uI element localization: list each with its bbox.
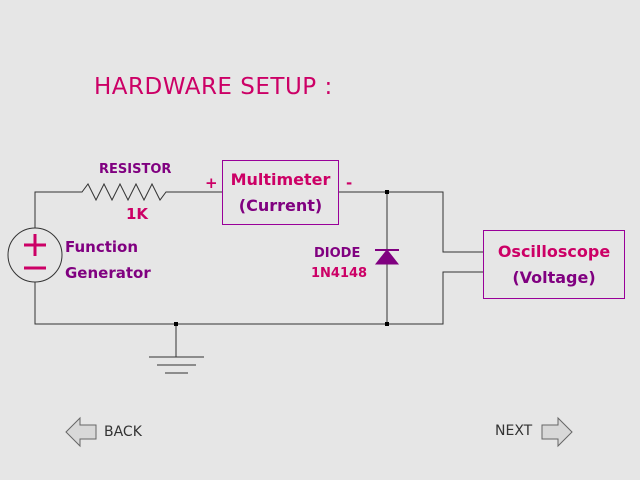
function-generator-label-1: Function <box>65 238 139 256</box>
resistor-label: RESISTOR <box>99 162 172 177</box>
oscilloscope-box: Oscilloscope (Voltage) <box>483 230 625 299</box>
next-button-label: NEXT <box>495 423 533 439</box>
back-arrow-icon <box>65 416 97 448</box>
oscilloscope-title: Oscilloscope <box>497 241 611 261</box>
wire-bottom-return <box>34 271 483 325</box>
multimeter-title: Multimeter <box>230 169 331 189</box>
function-generator-label-2: Generator <box>65 264 151 282</box>
oscilloscope-subtitle: (Voltage) <box>512 267 596 287</box>
resistor-value: 1K <box>126 205 149 223</box>
next-arrow-icon <box>541 416 573 448</box>
multimeter-plus: + <box>205 174 218 192</box>
multimeter-minus: - <box>346 174 353 192</box>
diode-label: DIODE <box>314 246 361 261</box>
wire-generator-top <box>34 191 60 228</box>
diode-part: 1N4148 <box>311 266 368 281</box>
diode-symbol <box>374 249 400 265</box>
back-button-label: BACK <box>104 424 142 440</box>
wire-to-oscilloscope-top <box>339 191 483 253</box>
back-arrow-button[interactable] <box>64 416 98 448</box>
next-arrow-button[interactable] <box>540 416 574 448</box>
junction-dot-bottom <box>385 322 389 326</box>
junction-dot-ground <box>174 322 178 326</box>
page-title: HARDWARE SETUP : <box>94 74 333 100</box>
multimeter-subtitle: (Current) <box>238 195 323 215</box>
junction-dot-top <box>385 190 389 194</box>
next-button[interactable]: NEXT <box>495 423 532 439</box>
resistor-symbol <box>60 182 222 202</box>
back-button[interactable]: BACK <box>104 424 142 440</box>
multimeter-box: Multimeter (Current) <box>222 160 339 225</box>
